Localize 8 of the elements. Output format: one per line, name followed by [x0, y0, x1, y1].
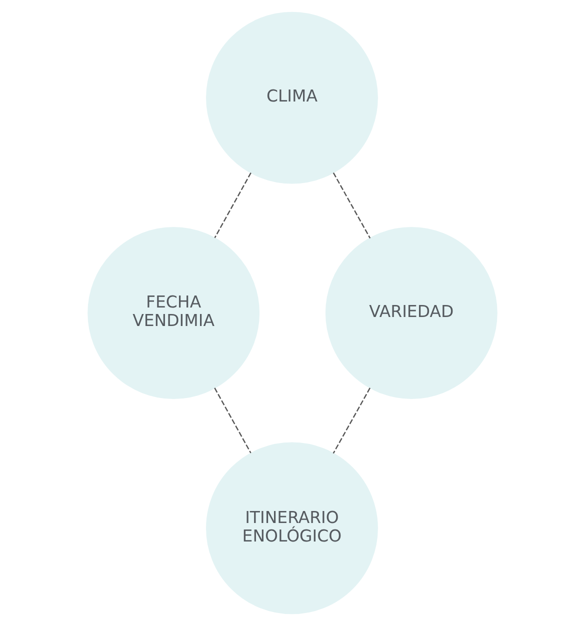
node-circle: CLIMA — [206, 12, 378, 184]
connector — [332, 172, 370, 238]
connector — [214, 172, 251, 238]
node-circle: FECHA VENDIMIA — [87, 227, 260, 399]
node-circle: ITINERARIO ENOLÓGICO — [206, 442, 378, 614]
connector — [332, 388, 370, 454]
node-circle: VARIEDAD — [324, 227, 497, 399]
connector — [214, 388, 251, 454]
